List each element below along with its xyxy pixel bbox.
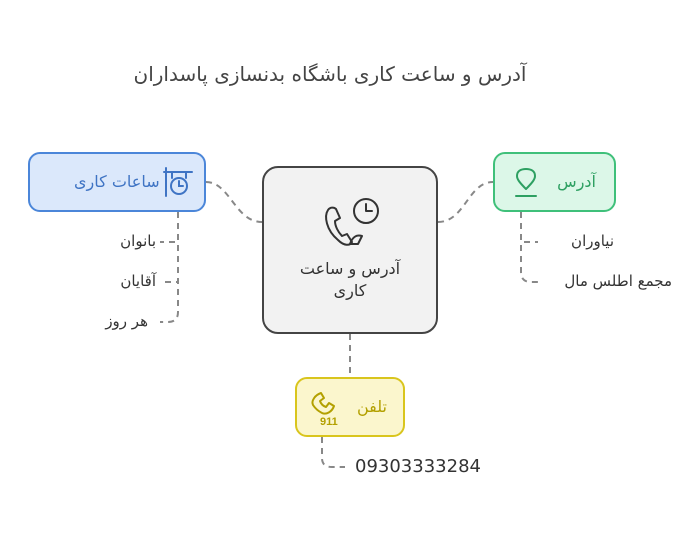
center-node: آدرس و ساعت کاری [262, 166, 438, 334]
address-item-niavaran: نیاوران [571, 232, 614, 250]
phone-icon-text: 911 [320, 416, 338, 427]
location-pin-icon [515, 168, 537, 197]
emergency-phone-icon: 911 [311, 392, 338, 427]
hours-item-women: بانوان [120, 232, 156, 250]
clock-sign-icon [163, 167, 193, 197]
connector-address-item-2 [520, 212, 538, 283]
phone-number: 09303333284 [355, 456, 481, 477]
connector-center-hours [205, 181, 263, 223]
page-title: آدرس و ساعت کاری باشگاه بدنسازی پاسداران [133, 62, 527, 86]
hours-node: ساعات کاری [28, 152, 206, 212]
connector-phone-number [321, 437, 345, 468]
center-label-line1: آدرس و ساعت [299, 259, 401, 278]
hours-item-everyday: هر روز [105, 312, 148, 330]
address-label: آدرس [557, 172, 596, 191]
connector-hours-item-3 [160, 212, 179, 323]
address-item-atlas-mall: مجمع اطلس مال [564, 272, 672, 290]
phone-node: تلفن 911 [295, 377, 405, 437]
connector-hours-item-2 [160, 212, 179, 283]
connector-address-item-1 [520, 212, 538, 243]
connector-hours-item-1 [160, 212, 179, 243]
center-label-line2: کاری [333, 281, 367, 300]
connector-center-address [437, 181, 494, 223]
address-node: آدرس [493, 152, 616, 212]
contact-clock-icon [325, 198, 379, 246]
phone-label: تلفن [356, 397, 387, 416]
hours-label: ساعات کاری [74, 172, 160, 191]
hours-item-men: آقایان [120, 272, 156, 290]
